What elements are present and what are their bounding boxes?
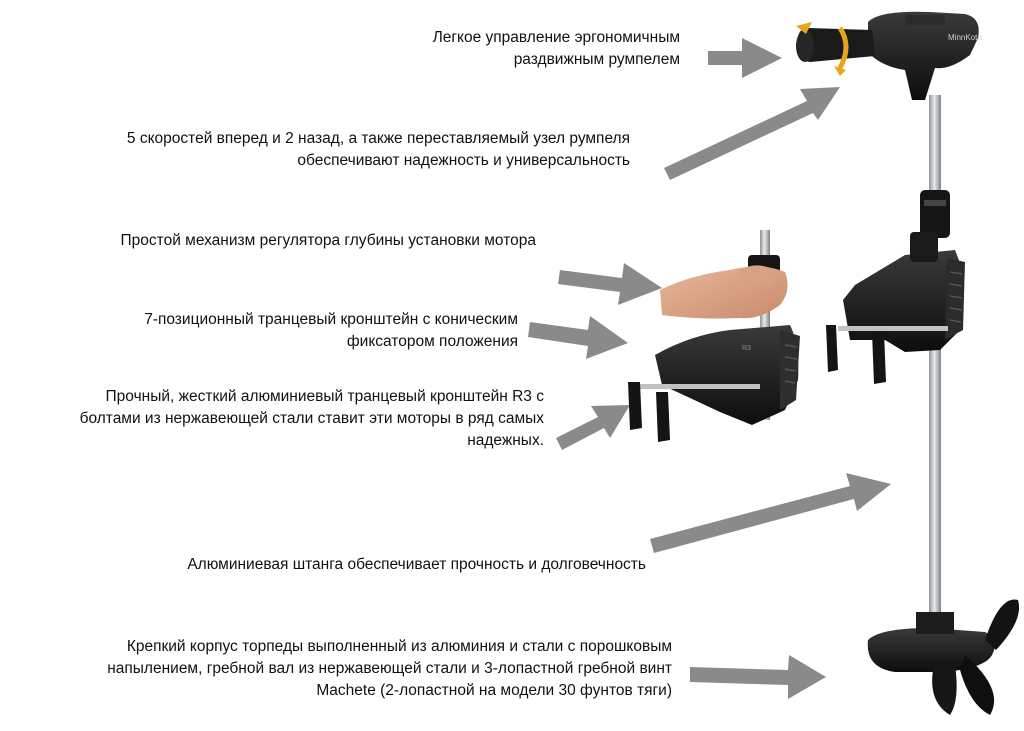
callout-line: раздвижным румпелем <box>513 51 680 68</box>
callout-line: обеспечивают надежность и универсальност… <box>297 152 630 169</box>
aluminum-shaft <box>929 330 941 630</box>
twist-grip-arrow-icon <box>837 26 849 70</box>
callout-shaft: Алюминиевая штанга обеспечивает прочност… <box>187 554 646 576</box>
callout-line: Простой механизм регулятора глубины уста… <box>120 232 536 249</box>
bracket-r3-body <box>655 325 799 425</box>
bracket-code: R3 <box>742 345 751 352</box>
callout-line: 5 скоростей вперед и 2 назад, а также пе… <box>126 130 630 147</box>
callout-bracket7: 7-позиционный транцевый кронштейн с кони… <box>144 309 518 353</box>
callout-bracketR3: Прочный, жесткий алюминиевый транцевый к… <box>80 386 544 452</box>
callout-line: фиксатором положения <box>346 333 518 350</box>
callout-arrows <box>528 38 891 699</box>
arrow-bracket7 <box>528 316 628 359</box>
callout-depth: Простой механизм регулятора глубины уста… <box>121 230 536 252</box>
arrow-shaft <box>650 473 891 553</box>
motor-head <box>868 11 979 100</box>
arrow-tiller <box>708 38 782 78</box>
depth-collar <box>920 190 950 238</box>
callout-line: Machete (2-лопастной на модели 30 фунтов… <box>316 682 672 699</box>
bracket-detail: R3 <box>628 230 800 442</box>
trolling-motor: MinnKota <box>796 11 1020 715</box>
bracket-knob-left <box>628 382 642 430</box>
callout-torpedo: Крепкий корпус торпеды выполненный из ал… <box>107 636 672 702</box>
arrow-speeds <box>664 87 840 180</box>
propeller <box>985 599 1020 650</box>
callout-line: Крепкий корпус торпеды выполненный из ал… <box>126 638 672 655</box>
tiller-handle <box>798 28 875 62</box>
callout-line: 7-позиционный транцевый кронштейн с кони… <box>144 311 518 328</box>
callout-line: Прочный, жесткий алюминиевый транцевый к… <box>105 388 544 405</box>
callout-speeds: 5 скоростей вперед и 2 назад, а также пе… <box>127 128 630 172</box>
brand-mark: MinnKota <box>948 33 982 42</box>
clamp-knob-right <box>872 332 886 384</box>
arrow-bracketR3 <box>556 405 630 450</box>
clamp-knob-left <box>826 325 838 372</box>
callout-line: надежных. <box>467 432 544 449</box>
arrow-torpedo <box>690 655 826 699</box>
arrow-depth <box>558 263 662 305</box>
transom-bracket <box>843 250 962 352</box>
bracket-knob-right <box>656 392 670 442</box>
callout-line: Легкое управление эргономичным <box>432 29 680 46</box>
callout-tiller: Легкое управление эргономичным раздвижны… <box>433 27 680 71</box>
callout-line: Алюминиевая штанга обеспечивает прочност… <box>187 556 646 573</box>
callout-line: напылением, гребной вал из нержавеющей с… <box>107 660 672 677</box>
callout-line: болтами из нержавеющей стали ставит эти … <box>79 410 544 427</box>
